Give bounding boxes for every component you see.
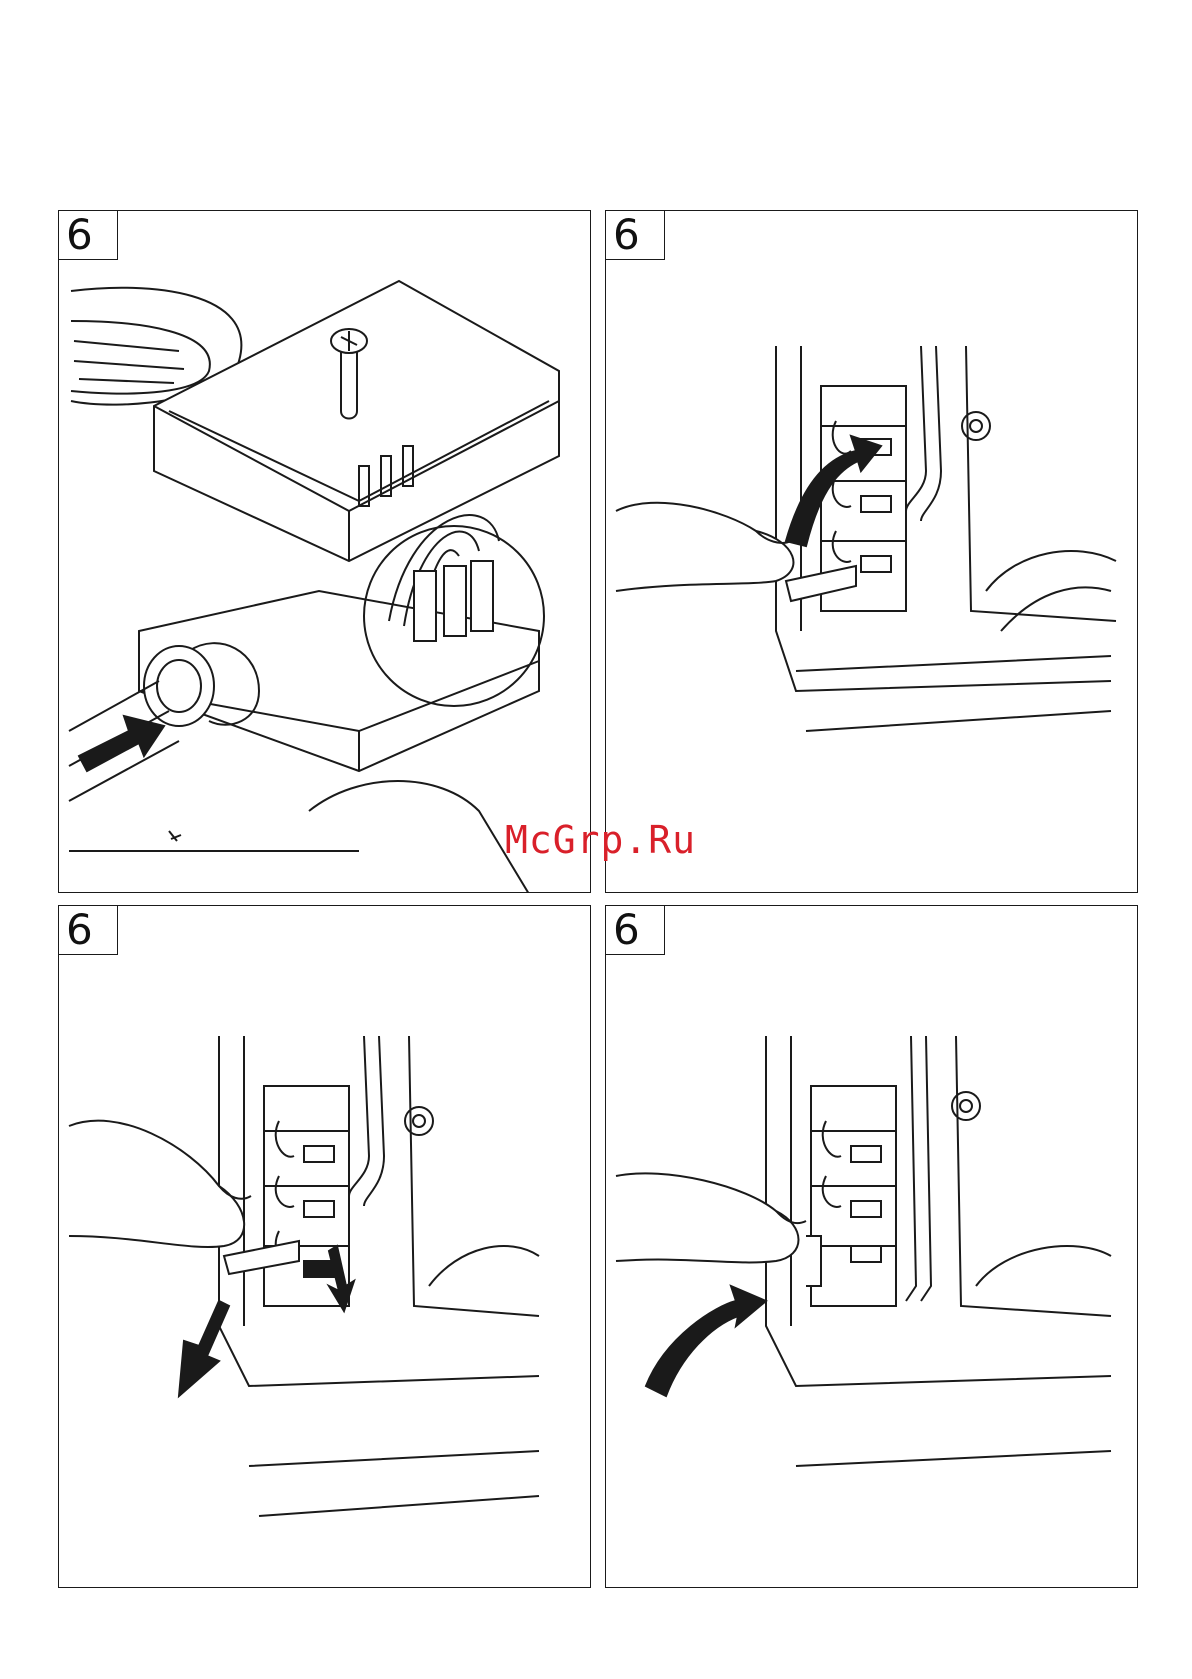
step-number: 6	[606, 906, 664, 954]
step-panel-1: 6	[58, 210, 591, 893]
finger	[616, 503, 793, 591]
terminal-close-illustration	[606, 906, 1138, 1588]
terminal-release-illustration	[606, 211, 1138, 893]
step-number-box: 6	[58, 905, 118, 955]
pull-arrow-icon	[179, 1301, 229, 1396]
close-arrow-icon	[646, 1286, 766, 1396]
step-panel-3: 6	[58, 905, 591, 1588]
cover-removal-illustration	[59, 211, 591, 893]
step-panel-4: 6	[605, 905, 1138, 1588]
step-number-box: 6	[605, 210, 665, 260]
step-number-box: 6	[58, 210, 118, 260]
finger	[69, 1121, 244, 1247]
watermark: McGrp.Ru	[505, 818, 696, 862]
step-panel-2: 6	[605, 210, 1138, 893]
insert-arrow-icon	[79, 716, 164, 771]
wire-removal-illustration	[59, 906, 591, 1588]
terminal-cover	[154, 281, 559, 561]
step-number-box: 6	[605, 905, 665, 955]
step-number: 6	[59, 211, 117, 259]
finger	[616, 1173, 799, 1262]
step-number: 6	[59, 906, 117, 954]
step-number: 6	[606, 211, 664, 259]
